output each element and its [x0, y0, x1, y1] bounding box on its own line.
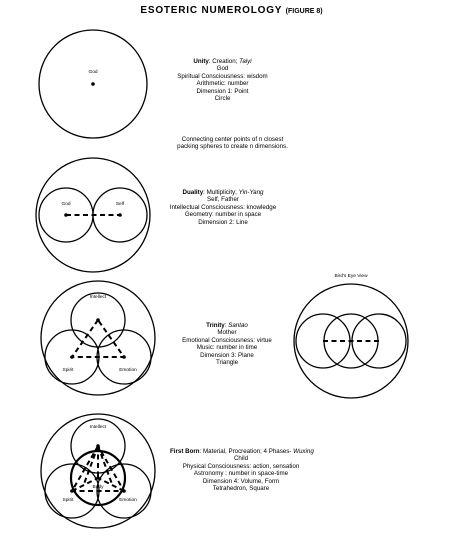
duality-heading-italic: Yin-Yang — [238, 189, 264, 196]
trinity-heading: Trinity — [206, 322, 225, 329]
first-born-line: Tetrahedron, Square — [212, 485, 270, 493]
trinity-outer-circle — [40, 280, 156, 396]
first-born-line: Child — [233, 455, 249, 463]
duality-line: Geometry: number in space — [184, 211, 262, 219]
duality-left-dot — [64, 213, 68, 217]
trinity-line: Emotional Consciousness: virtue — [182, 336, 272, 344]
first-born-outer-circle — [40, 413, 156, 529]
first-born-text-block: First Born: Material, Procreation; 4 Pha… — [170, 448, 314, 493]
trinity-heading-italic: Santao — [228, 322, 248, 329]
unity-line: Spiritual Consciousness: wisdom — [177, 72, 268, 80]
connecting-text: Connecting center points of n closest pa… — [160, 136, 305, 151]
trinity-line: Music: number in time — [196, 344, 258, 352]
trinity-right-dot — [122, 355, 126, 359]
first-born-heading-rest: : Material, Procreation; 4 Phases- — [199, 448, 294, 455]
first-born-label-intellect: Intellect — [89, 425, 107, 430]
first-born-body-dot — [96, 476, 100, 480]
first-born-right-dot — [122, 489, 126, 493]
first-born-heading: First Born — [170, 448, 200, 455]
trinity-line: Dimension 3: Plane — [200, 351, 254, 359]
unity-heading-italic: Taiyi — [239, 58, 252, 65]
first-born-top-dot — [96, 444, 100, 448]
duality-line: Self, Father — [207, 196, 239, 204]
duality-heading: Duality — [182, 189, 204, 196]
duality-text-block: Duality: Multiplicity; Yin-Yang Self, Fa… — [158, 189, 288, 226]
trinity-line: Triangle — [215, 359, 239, 367]
unity-line: Dimension 1: Point — [196, 87, 249, 95]
trinity-label-emotion: Emotion — [119, 368, 137, 373]
unity-heading-rest: : Creation; — [208, 58, 240, 65]
trinity-text-block: Trinity: Santao Mother Emotional Conscio… — [168, 322, 286, 366]
first-born-tetra-edge-c — [83, 445, 99, 485]
birds-eye-label: Bird's Eye View — [334, 274, 368, 279]
unity-line: Arithmetic: number — [196, 80, 249, 88]
first-born-left-dot — [70, 489, 74, 493]
first-born-tetra-edge-d — [97, 445, 113, 485]
trinity-top-circle — [70, 292, 126, 348]
first-born-line: Physical Consciousness: action, sensatio… — [182, 462, 300, 470]
trinity-top-dot — [96, 318, 100, 322]
unity-line: God — [216, 65, 229, 73]
duality-label-god: God — [61, 202, 71, 207]
title-text: ESOTERIC NUMEROLOGY — [140, 5, 283, 16]
first-born-label-spirit: Spirit — [62, 498, 74, 503]
duality-right-dot — [118, 213, 122, 217]
first-born-line: Astronomy : number in space-time — [193, 470, 289, 478]
duality-line: Intellectual Consciousness: knowledge — [169, 203, 277, 211]
unity-text-block: Unity: Creation; Taiyi God Spiritual Con… — [165, 58, 280, 102]
trinity-line: Mother — [217, 329, 237, 337]
unity-heading: Unity — [193, 58, 209, 65]
duality-outer-circle — [35, 157, 151, 273]
connecting-line-1: Connecting center points of n closest — [181, 136, 284, 143]
first-born-heading-italic: Wuxing — [293, 448, 314, 455]
trinity-left-dot — [70, 355, 74, 359]
trinity-label-spirit: Spirit — [62, 368, 74, 373]
unity-label-god: God — [88, 70, 98, 75]
first-born-tetra-outline — [70, 444, 126, 492]
unity-line: Circle — [214, 95, 231, 103]
page-title: ESOTERIC NUMEROLOGY (FIGURE 8) — [0, 5, 463, 16]
first-born-tetra-edge-b — [97, 477, 125, 492]
first-born-tetra-edge-a — [71, 477, 99, 492]
duality-heading-rest: : Multiplicity; — [203, 189, 239, 196]
unity-center-dot — [91, 82, 95, 86]
trinity-heading-rest: : — [224, 322, 229, 329]
connecting-line-2: packing spheres to create n dimensions. — [177, 143, 288, 151]
duality-line: Dimension 2: Line — [198, 218, 248, 226]
duality-label-self: Self — [115, 202, 125, 207]
unity-circle — [38, 29, 148, 139]
first-born-label-emotion: Emotion — [119, 498, 137, 503]
trinity-label-intellect: Intellect — [89, 295, 107, 300]
first-born-line: Dimension 4: Volume, Form — [202, 477, 280, 485]
trinity-triangle — [70, 318, 126, 358]
figure-label: (FIGURE 8) — [285, 8, 323, 15]
first-born-label-body: Body — [92, 485, 104, 490]
birds-eye-outer-circle — [293, 283, 409, 399]
